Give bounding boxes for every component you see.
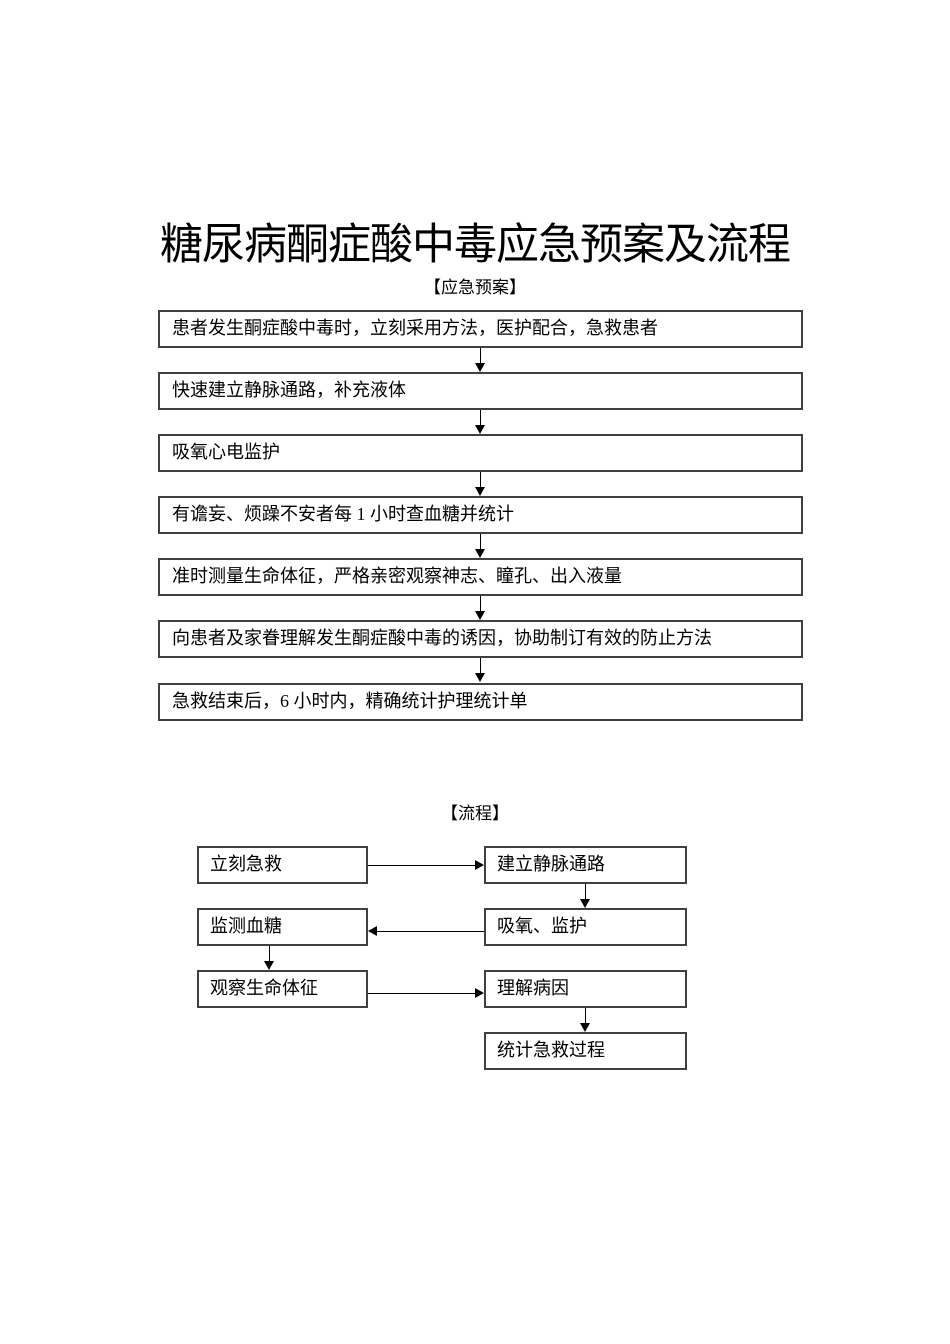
section-heading-emergency-plan: 【应急预案】: [424, 278, 526, 297]
arrow-down-icon: [475, 596, 486, 620]
arrow-down-icon: [264, 946, 275, 970]
flow-node-oxygen-monitoring: 吸氧、监护: [484, 908, 687, 946]
arrow-down-icon: [475, 410, 486, 434]
arrow-down-icon: [475, 658, 486, 682]
arrow-head: [475, 549, 485, 558]
plan-step-box-2: 快速建立静脉通路，补充液体: [158, 372, 803, 410]
arrow-shaft: [480, 534, 481, 549]
arrow-down-icon: [580, 884, 591, 908]
arrow-shaft: [585, 1008, 586, 1023]
plan-step-box-6: 向患者及家眷理解发生酮症酸中毒的诱因，协助制订有效的防止方法: [158, 620, 803, 658]
arrow-head: [475, 673, 485, 682]
arrow-head: [475, 425, 485, 434]
flow-node-observe-vital-signs: 观察生命体征: [197, 970, 368, 1008]
arrow-left-icon: [368, 926, 484, 937]
arrow-head: [264, 961, 274, 970]
flow-node-record-rescue-process: 统计急救过程: [484, 1032, 687, 1070]
arrow-shaft: [368, 865, 476, 866]
arrow-right-icon: [368, 988, 484, 999]
arrow-head: [368, 926, 377, 936]
arrow-down-icon: [475, 472, 486, 496]
plan-step-box-3: 吸氧心电监护: [158, 434, 803, 472]
arrow-shaft: [269, 946, 270, 961]
arrow-down-icon: [475, 348, 486, 372]
arrow-shaft: [368, 993, 476, 994]
page-title: 糖尿病酮症酸中毒应急预案及流程: [160, 222, 791, 269]
plan-step-box-7: 急救结束后，6 小时内，精确统计护理统计单: [158, 683, 803, 721]
arrow-shaft: [376, 931, 484, 932]
arrow-shaft: [480, 472, 481, 487]
arrow-head: [475, 487, 485, 496]
plan-step-box-5: 准时测量生命体征，严格亲密观察神志、瞳孔、出入液量: [158, 558, 803, 596]
arrow-head: [475, 611, 485, 620]
arrow-head: [475, 860, 484, 870]
flow-node-establish-iv-access: 建立静脉通路: [484, 846, 687, 884]
arrow-shaft: [480, 596, 481, 611]
section-heading-flow: 【流程】: [441, 804, 509, 823]
arrow-down-icon: [475, 534, 486, 558]
flow-node-understand-cause: 理解病因: [484, 970, 687, 1008]
arrow-right-icon: [368, 860, 484, 871]
flow-node-monitor-blood-glucose: 监测血糖: [197, 908, 368, 946]
arrow-shaft: [480, 658, 481, 673]
arrow-head: [580, 1023, 590, 1032]
arrow-head: [475, 363, 485, 372]
plan-step-box-1: 患者发生酮症酸中毒时，立刻采用方法，医护配合，急救患者: [158, 310, 803, 348]
arrow-shaft: [585, 884, 586, 899]
arrow-shaft: [480, 348, 481, 363]
arrow-head: [580, 899, 590, 908]
arrow-head: [475, 988, 484, 998]
flow-node-immediate-rescue: 立刻急救: [197, 846, 368, 884]
arrow-shaft: [480, 410, 481, 425]
arrow-down-icon: [580, 1008, 591, 1032]
plan-step-box-4: 有谵妄、烦躁不安者每 1 小时查血糖并统计: [158, 496, 803, 534]
